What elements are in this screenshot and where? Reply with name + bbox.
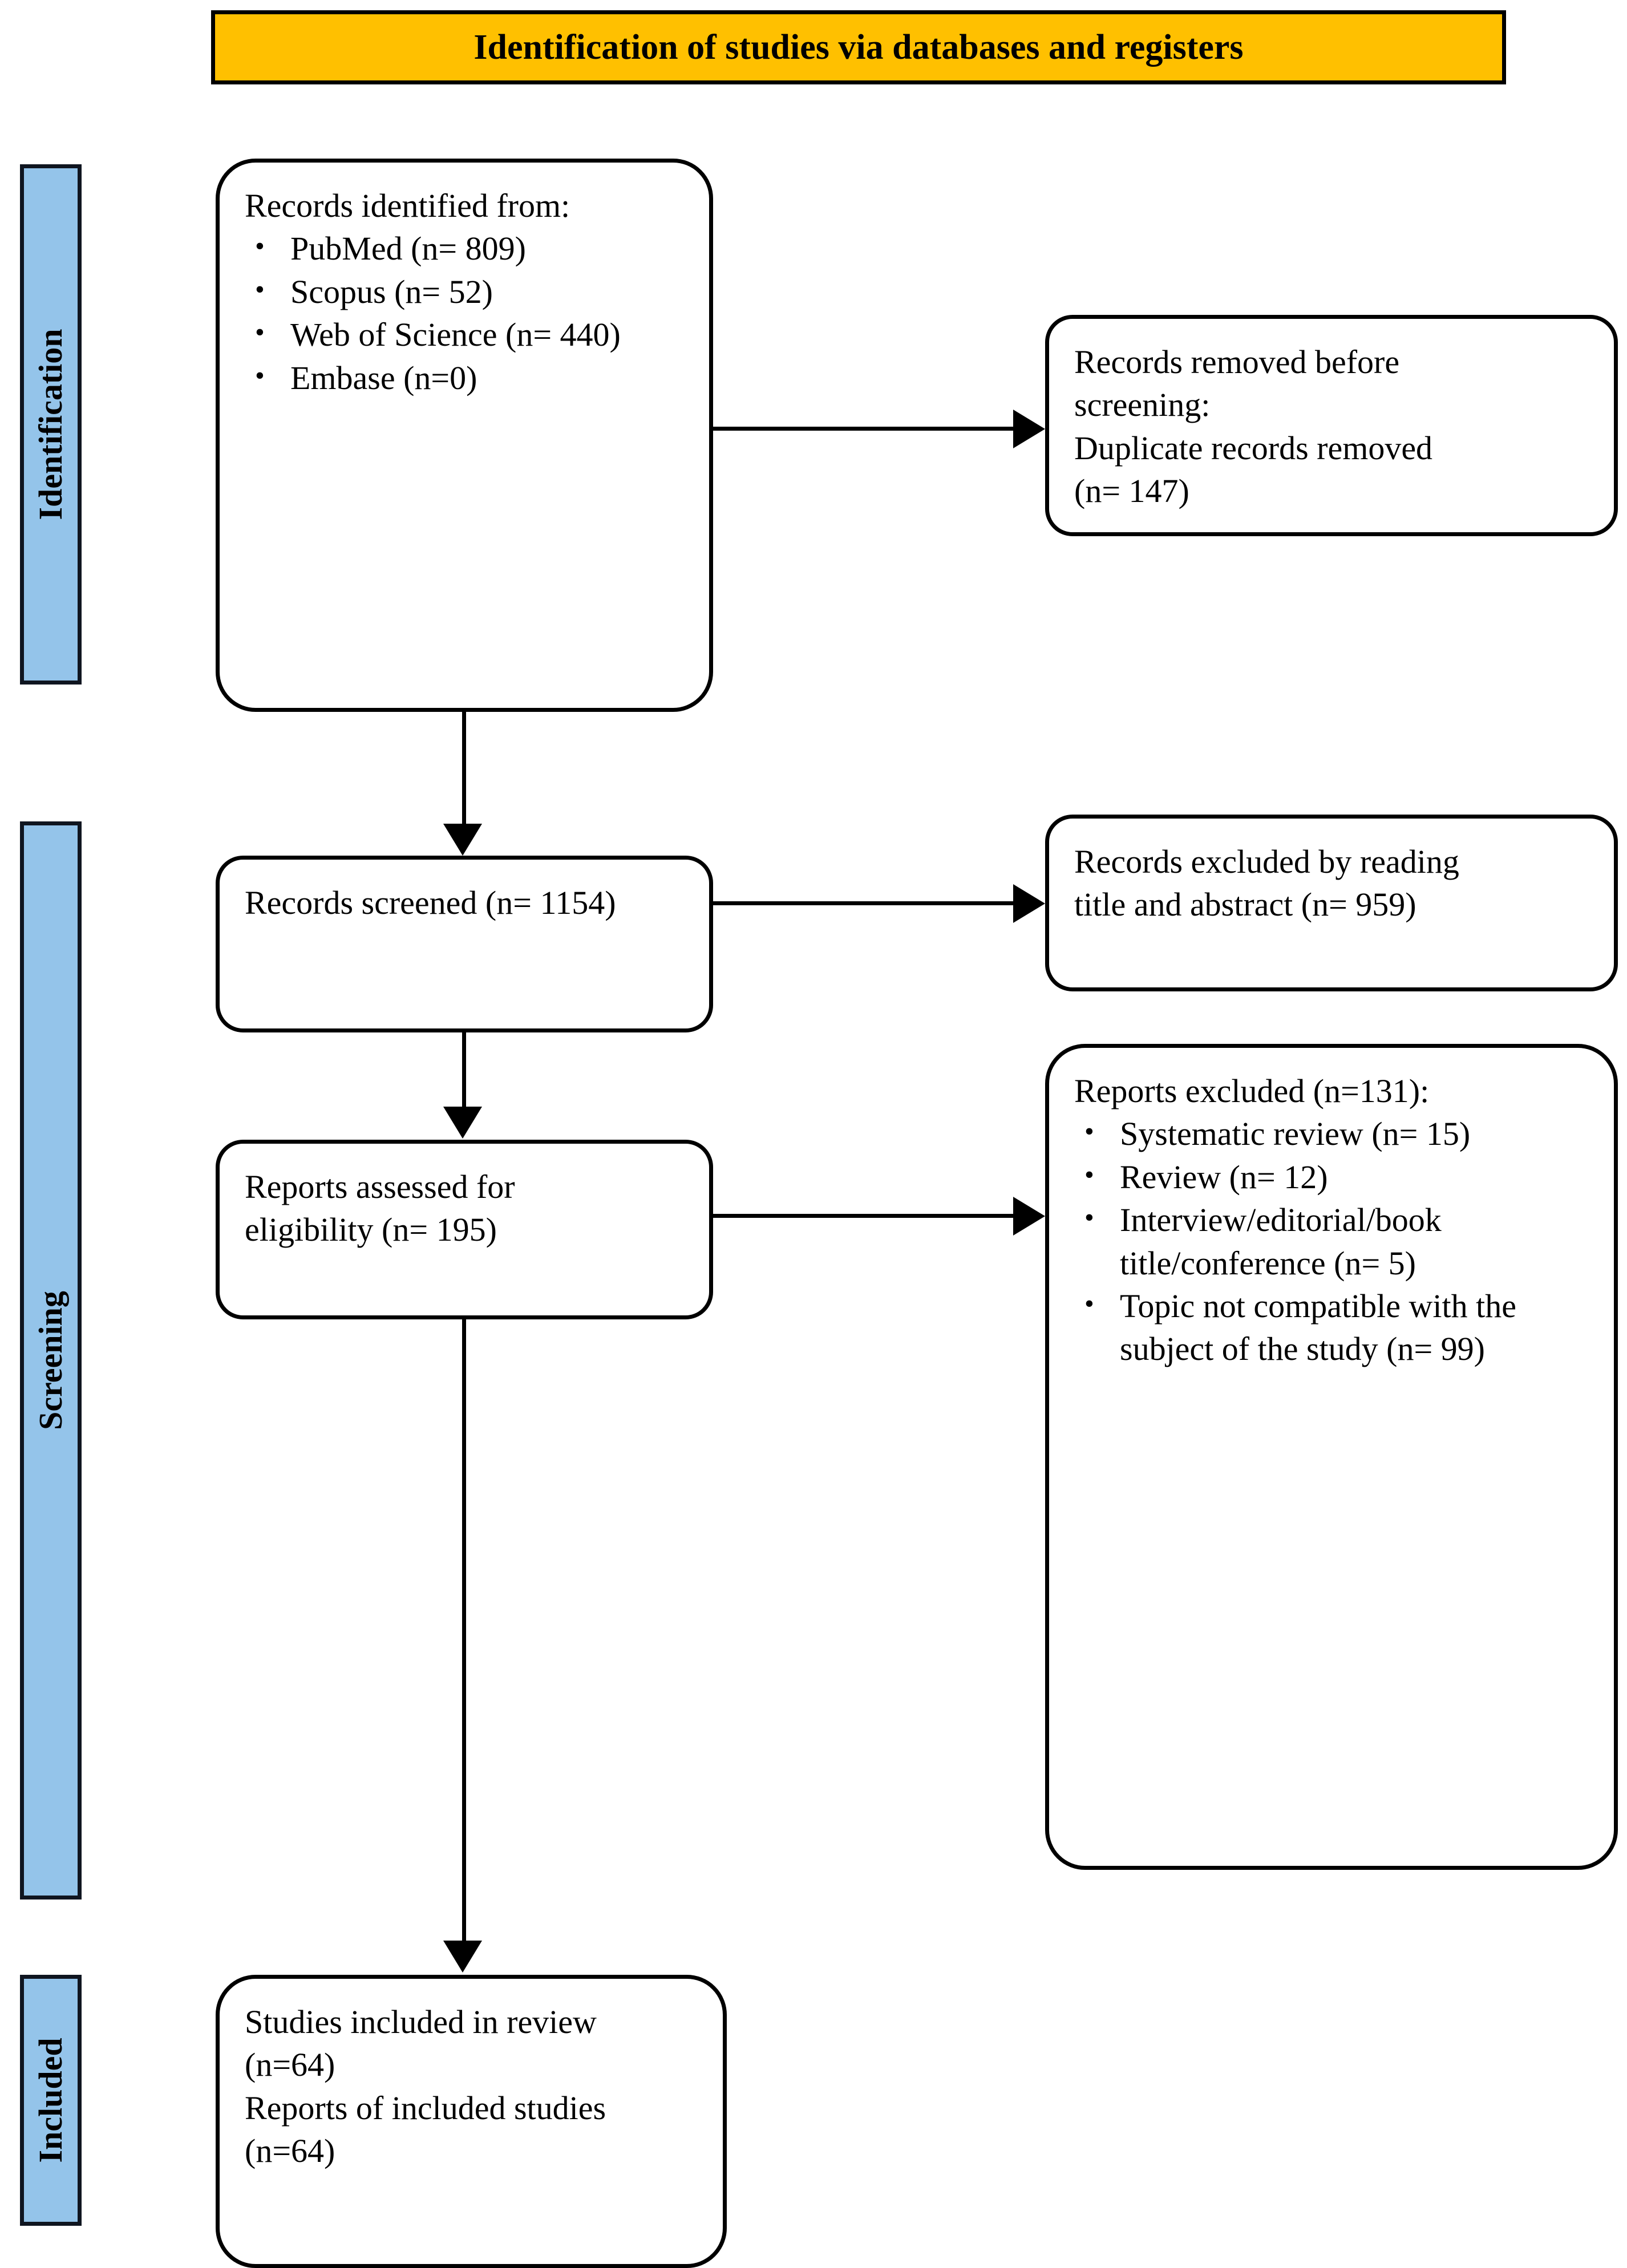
records-screened-text: Records screened (n= 1154): [245, 884, 616, 921]
list-item: Interview/editorial/book title/conferenc…: [1074, 1198, 1589, 1285]
list-item: Systematic review (n= 15): [1074, 1112, 1589, 1155]
arrow-right-icon: [1013, 410, 1045, 448]
records-identified-heading: Records identified from:: [245, 187, 570, 224]
stage-bar-screening: Screening: [20, 821, 82, 1900]
list-item: PubMed (n= 809): [245, 227, 684, 270]
arrow-right-icon: [1013, 1197, 1045, 1236]
box-records-removed: Records removed before screening: Duplic…: [1045, 315, 1618, 536]
box-records-excluded-title-abstract: Records excluded by reading title and ab…: [1045, 815, 1618, 991]
records-removed-line-3: Duplicate records removed: [1074, 429, 1433, 467]
connector-screened-to-assessed: [462, 1032, 466, 1108]
list-item: Web of Science (n= 440): [245, 313, 684, 356]
records-excluded-line-2: title and abstract (n= 959): [1074, 886, 1416, 924]
stage-label-identification: Identification: [32, 329, 69, 520]
studies-included-line-4: (n=64): [245, 2132, 335, 2170]
studies-included-line-1: Studies included in review: [245, 2003, 597, 2040]
list-item: Review (n= 12): [1074, 1156, 1589, 1198]
diagram-title-banner: Identification of studies via databases …: [211, 10, 1506, 84]
list-item: Scopus (n= 52): [245, 270, 684, 313]
connector-identified-to-removed: [713, 427, 1014, 431]
box-reports-assessed: Reports assessed for eligibility (n= 195…: [216, 1140, 713, 1319]
studies-included-line-3: Reports of included studies: [245, 2089, 606, 2127]
box-studies-included: Studies included in review (n=64) Report…: [216, 1975, 727, 2268]
arrow-right-icon: [1013, 884, 1045, 923]
records-removed-line-4: (n= 147): [1074, 472, 1189, 510]
box-records-identified: Records identified from: PubMed (n= 809)…: [216, 159, 713, 712]
arrow-down-icon: [443, 1107, 482, 1139]
arrow-down-icon: [443, 824, 482, 856]
records-identified-source-list: PubMed (n= 809) Scopus (n= 52) Web of Sc…: [245, 227, 684, 399]
connector-assessed-to-excluded-reports: [713, 1214, 1014, 1218]
studies-included-line-2: (n=64): [245, 2046, 335, 2084]
list-item: Embase (n=0): [245, 357, 684, 399]
box-records-screened: Records screened (n= 1154): [216, 856, 713, 1032]
stage-label-screening: Screening: [32, 1291, 69, 1430]
records-excluded-line-1: Records excluded by reading: [1074, 843, 1459, 880]
stage-bar-included: Included: [20, 1975, 82, 2226]
stage-bar-identification: Identification: [20, 164, 82, 685]
arrow-down-icon: [443, 1941, 482, 1973]
reports-excluded-reason-list: Systematic review (n= 15) Review (n= 12)…: [1074, 1112, 1589, 1370]
box-reports-excluded: Reports excluded (n=131): Systematic rev…: [1045, 1044, 1618, 1870]
reports-assessed-line-1: Reports assessed for: [245, 1168, 515, 1205]
diagram-title-text: Identification of studies via databases …: [473, 27, 1244, 67]
connector-identified-to-screened: [462, 712, 466, 826]
records-removed-line-2: screening:: [1074, 386, 1211, 424]
reports-excluded-heading: Reports excluded (n=131):: [1074, 1072, 1430, 1109]
records-removed-line-1: Records removed before: [1074, 343, 1400, 380]
reports-assessed-line-2: eligibility (n= 195): [245, 1211, 497, 1249]
list-item: Topic not compatible with the subject of…: [1074, 1285, 1589, 1371]
connector-screened-to-excluded: [713, 901, 1014, 905]
stage-label-included: Included: [32, 2038, 69, 2163]
connector-assessed-to-included: [462, 1319, 466, 1942]
